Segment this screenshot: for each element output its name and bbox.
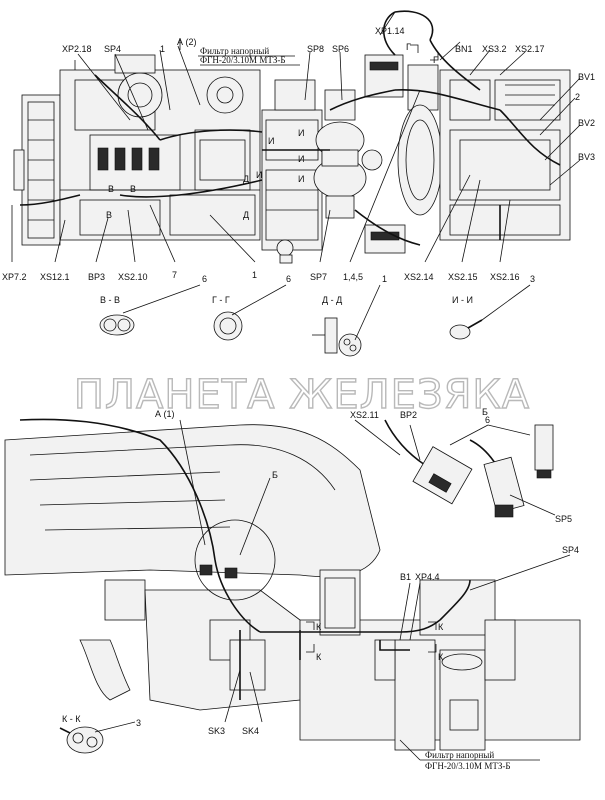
label-three-ii: 3: [530, 274, 535, 284]
label-d-1: Д: [243, 174, 249, 184]
label-filter-top-line1: Фильтр напорный: [200, 46, 269, 56]
label-xp218: XP2.18: [62, 44, 92, 54]
section-details: [99, 284, 531, 357]
label-section-v-v: В - В: [100, 295, 120, 305]
engine-top-view: [13, 10, 571, 264]
label-xs121: XS12.1: [40, 272, 70, 282]
label-k-3: К: [438, 622, 444, 632]
label-six-b: 6: [485, 415, 490, 425]
top-leader-lines: [11, 11, 581, 263]
label-section-g-g: Г - Г: [212, 295, 230, 305]
section-markers: [306, 44, 439, 653]
label-xs210: XS2.10: [118, 272, 148, 282]
label-xp44: XP4.4: [415, 572, 440, 582]
label-v-3: В: [106, 210, 112, 220]
label-b-top: Б: [482, 407, 488, 417]
label-sp7: SP7: [310, 272, 327, 282]
label-bp3: BP3: [88, 272, 105, 282]
label-bv3: BV3: [578, 152, 595, 162]
label-a1: А (1): [155, 409, 175, 419]
label-one45: 1,4,5: [343, 272, 363, 282]
label-g-top-1: Г: [406, 42, 411, 52]
label-filter-top-line2: ФГН-20/3.10М МТЗ-Б: [200, 55, 286, 65]
label-six-1: 6: [202, 274, 207, 284]
label-sk3: SK3: [208, 726, 225, 736]
section-k-k: [59, 721, 136, 754]
label-sp8: SP8: [307, 44, 324, 54]
label-bp2: BP2: [400, 410, 417, 420]
side-view: [4, 418, 581, 751]
section-g-g: [213, 284, 287, 341]
label-g-top-2: Г: [433, 55, 438, 65]
label-three-kk: 3: [136, 718, 141, 728]
label-section-i-i: И - И: [452, 295, 473, 305]
section-v-v: [99, 284, 201, 336]
label-b-mid: Б: [272, 470, 278, 480]
section-i-i: [449, 284, 531, 340]
label-k-1: К: [316, 622, 322, 632]
label-seven: 7: [172, 270, 177, 280]
label-i-4: И: [256, 170, 262, 180]
label-xs32: XS3.2: [482, 44, 507, 54]
bottom-leader-lines: [179, 55, 540, 761]
label-xs214: XS2.14: [404, 272, 434, 282]
label-one-mid: 1: [252, 270, 257, 280]
label-xs211: XS2.11: [350, 410, 379, 420]
label-sp4-top: SP4: [104, 44, 121, 54]
label-a2: А (2): [177, 37, 197, 47]
label-two: 2: [575, 92, 580, 102]
label-one-top: 1: [160, 44, 165, 54]
label-bv1: BV1: [578, 72, 595, 82]
label-sp5: SP5: [555, 514, 572, 524]
section-d-d: [312, 284, 381, 357]
label-k-2: К: [316, 652, 322, 662]
label-xs216: XS2.16: [490, 272, 520, 282]
label-xp72: XP7.2: [2, 272, 27, 282]
label-one-dd: 1: [382, 274, 387, 284]
label-section-d-d: Д - Д: [322, 295, 342, 305]
diagram-labels: XP1.14 Г Г BN1 XS3.2 XS2.17 XP2.18 SP4 1…: [2, 26, 595, 771]
label-sk4: SK4: [242, 726, 259, 736]
watermark: ПЛАНЕТА ЖЕЛЕЗЯКА: [74, 372, 530, 418]
label-xp114: XP1.14: [375, 26, 405, 36]
label-section-k-k: К - К: [62, 714, 81, 724]
label-i-2: И: [298, 128, 304, 138]
label-i-1: И: [268, 136, 274, 146]
label-filter-bottom-line2: ФГН-20/3.10М МТЗ-Б: [425, 761, 511, 771]
label-sp4-bottom: SP4: [562, 545, 579, 555]
label-i-3: И: [298, 154, 304, 164]
label-v-2: В: [130, 184, 136, 194]
label-v-1: В: [108, 184, 114, 194]
label-d-2: Д: [243, 210, 249, 220]
label-xs215: XS2.15: [448, 272, 478, 282]
label-bv2: BV2: [578, 118, 595, 128]
label-k-4: К: [438, 652, 444, 662]
detail-b-connectors: [354, 419, 571, 591]
label-sp6: SP6: [332, 44, 349, 54]
label-b1: B1: [400, 572, 411, 582]
label-six-2: 6: [286, 274, 291, 284]
label-i-5: И: [298, 174, 304, 184]
label-filter-bottom-line1: Фильтр напорный: [425, 750, 494, 760]
label-xs217: XS2.17: [515, 44, 545, 54]
label-bn1: BN1: [455, 44, 473, 54]
